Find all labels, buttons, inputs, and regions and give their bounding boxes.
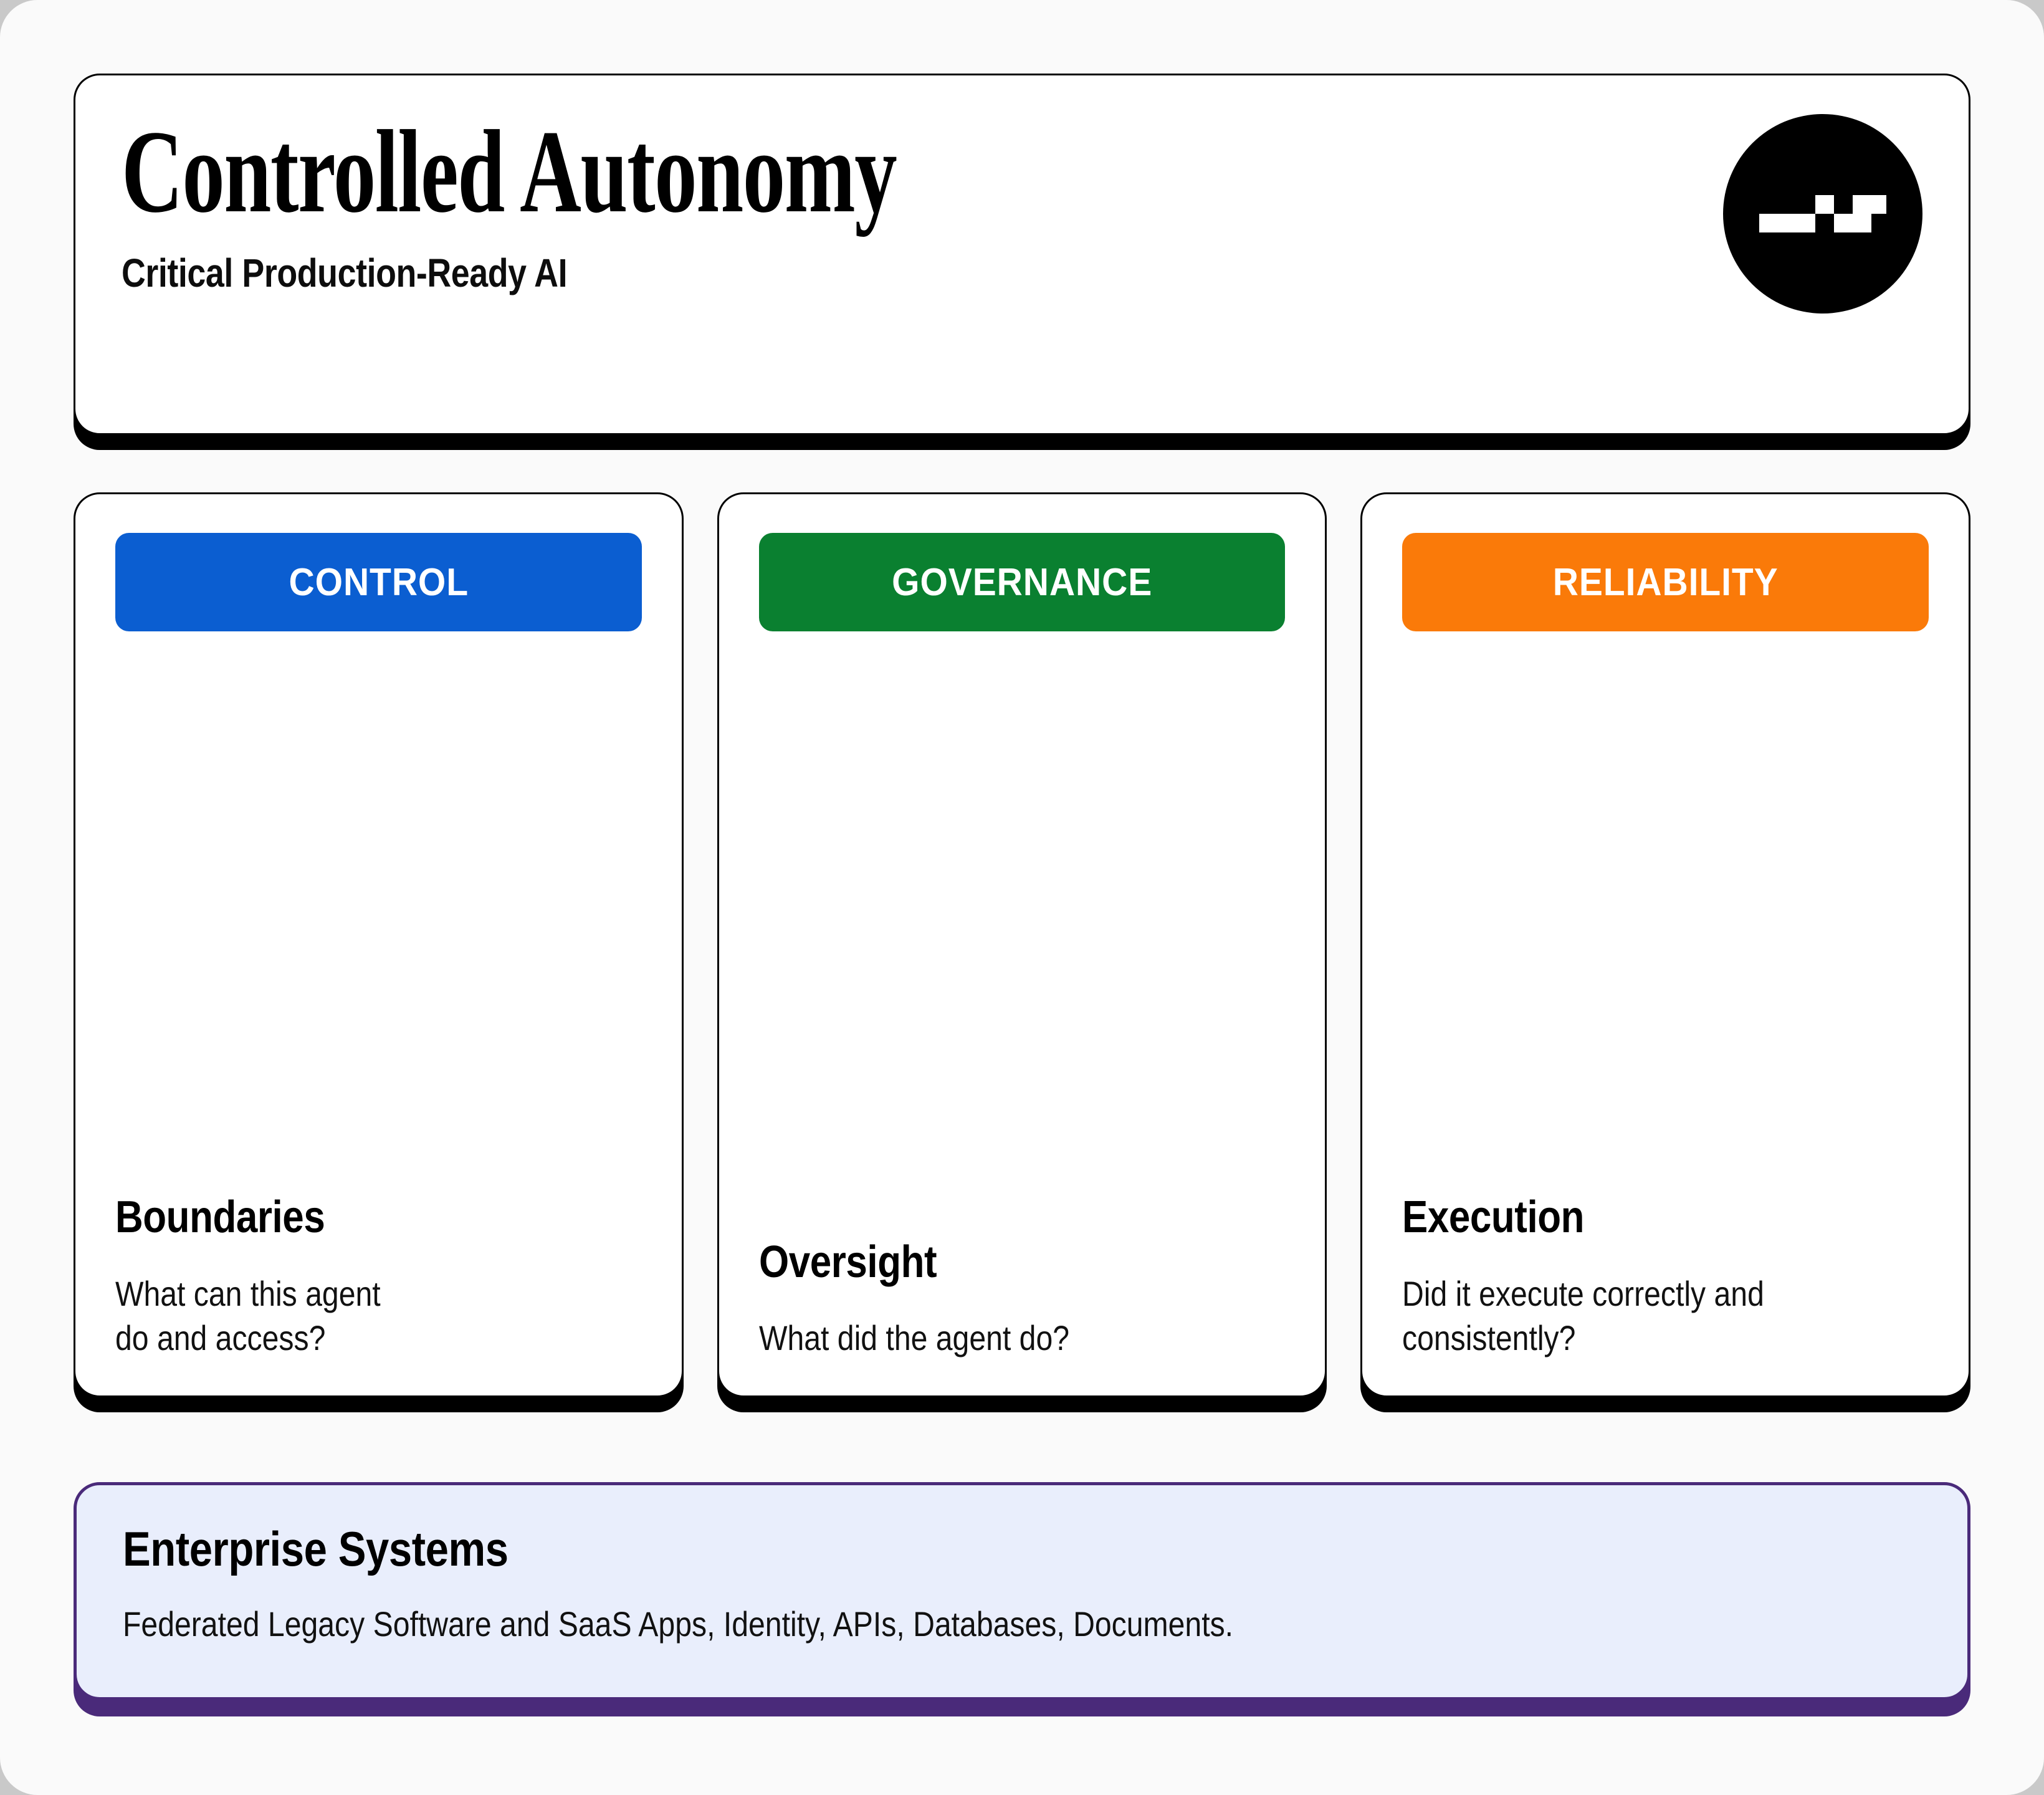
header-card: Controlled Autonomy Critical Production-… bbox=[74, 74, 1970, 435]
pillar-spacer bbox=[1402, 631, 1929, 1194]
pillar-heading-boundaries: Boundaries bbox=[115, 1192, 325, 1243]
pillar-body-oversight: What did the agent do? bbox=[758, 1318, 1069, 1358]
pillar-card-control[interactable]: CONTROL Boundaries What can this agent d… bbox=[74, 492, 684, 1397]
enterprise-systems-panel: Enterprise Systems Federated Legacy Soft… bbox=[74, 1482, 1970, 1700]
enterprise-systems-title: Enterprise Systems bbox=[123, 1521, 509, 1576]
pillar-spacer bbox=[115, 631, 642, 1194]
pillar-card-reliability[interactable]: RELIABILITY Execution Did it execute cor… bbox=[1360, 492, 1971, 1397]
badge-control-label: CONTROL bbox=[289, 560, 469, 604]
pillar-body-execution: Did it execute correctly and consistentl… bbox=[1402, 1273, 1765, 1358]
pillar-card-governance[interactable]: GOVERNANCE Oversight What did the agent … bbox=[717, 492, 1327, 1397]
badge-control: CONTROL bbox=[115, 533, 642, 631]
enterprise-systems-subtitle: Federated Legacy Software and SaaS Apps,… bbox=[123, 1604, 1234, 1644]
page-subtitle: Critical Production-Ready AI bbox=[122, 251, 568, 296]
page-title: Controlled Autonomy bbox=[122, 107, 897, 237]
pillar-heading-oversight: Oversight bbox=[758, 1237, 937, 1287]
pillar-body-boundaries: What can this agent do and access? bbox=[115, 1273, 381, 1358]
badge-reliability-label: RELIABILITY bbox=[1552, 560, 1779, 604]
pillar-row: CONTROL Boundaries What can this agent d… bbox=[74, 492, 1971, 1420]
stepped-blocks-logo-icon bbox=[1723, 114, 1922, 314]
badge-governance-label: GOVERNANCE bbox=[891, 560, 1153, 604]
content-area: Controlled Autonomy Critical Production-… bbox=[74, 74, 1971, 1721]
pillar-heading-execution: Execution bbox=[1402, 1192, 1585, 1243]
pillar-spacer bbox=[759, 631, 1286, 1239]
badge-reliability: RELIABILITY bbox=[1402, 533, 1929, 631]
badge-governance: GOVERNANCE bbox=[758, 533, 1286, 631]
